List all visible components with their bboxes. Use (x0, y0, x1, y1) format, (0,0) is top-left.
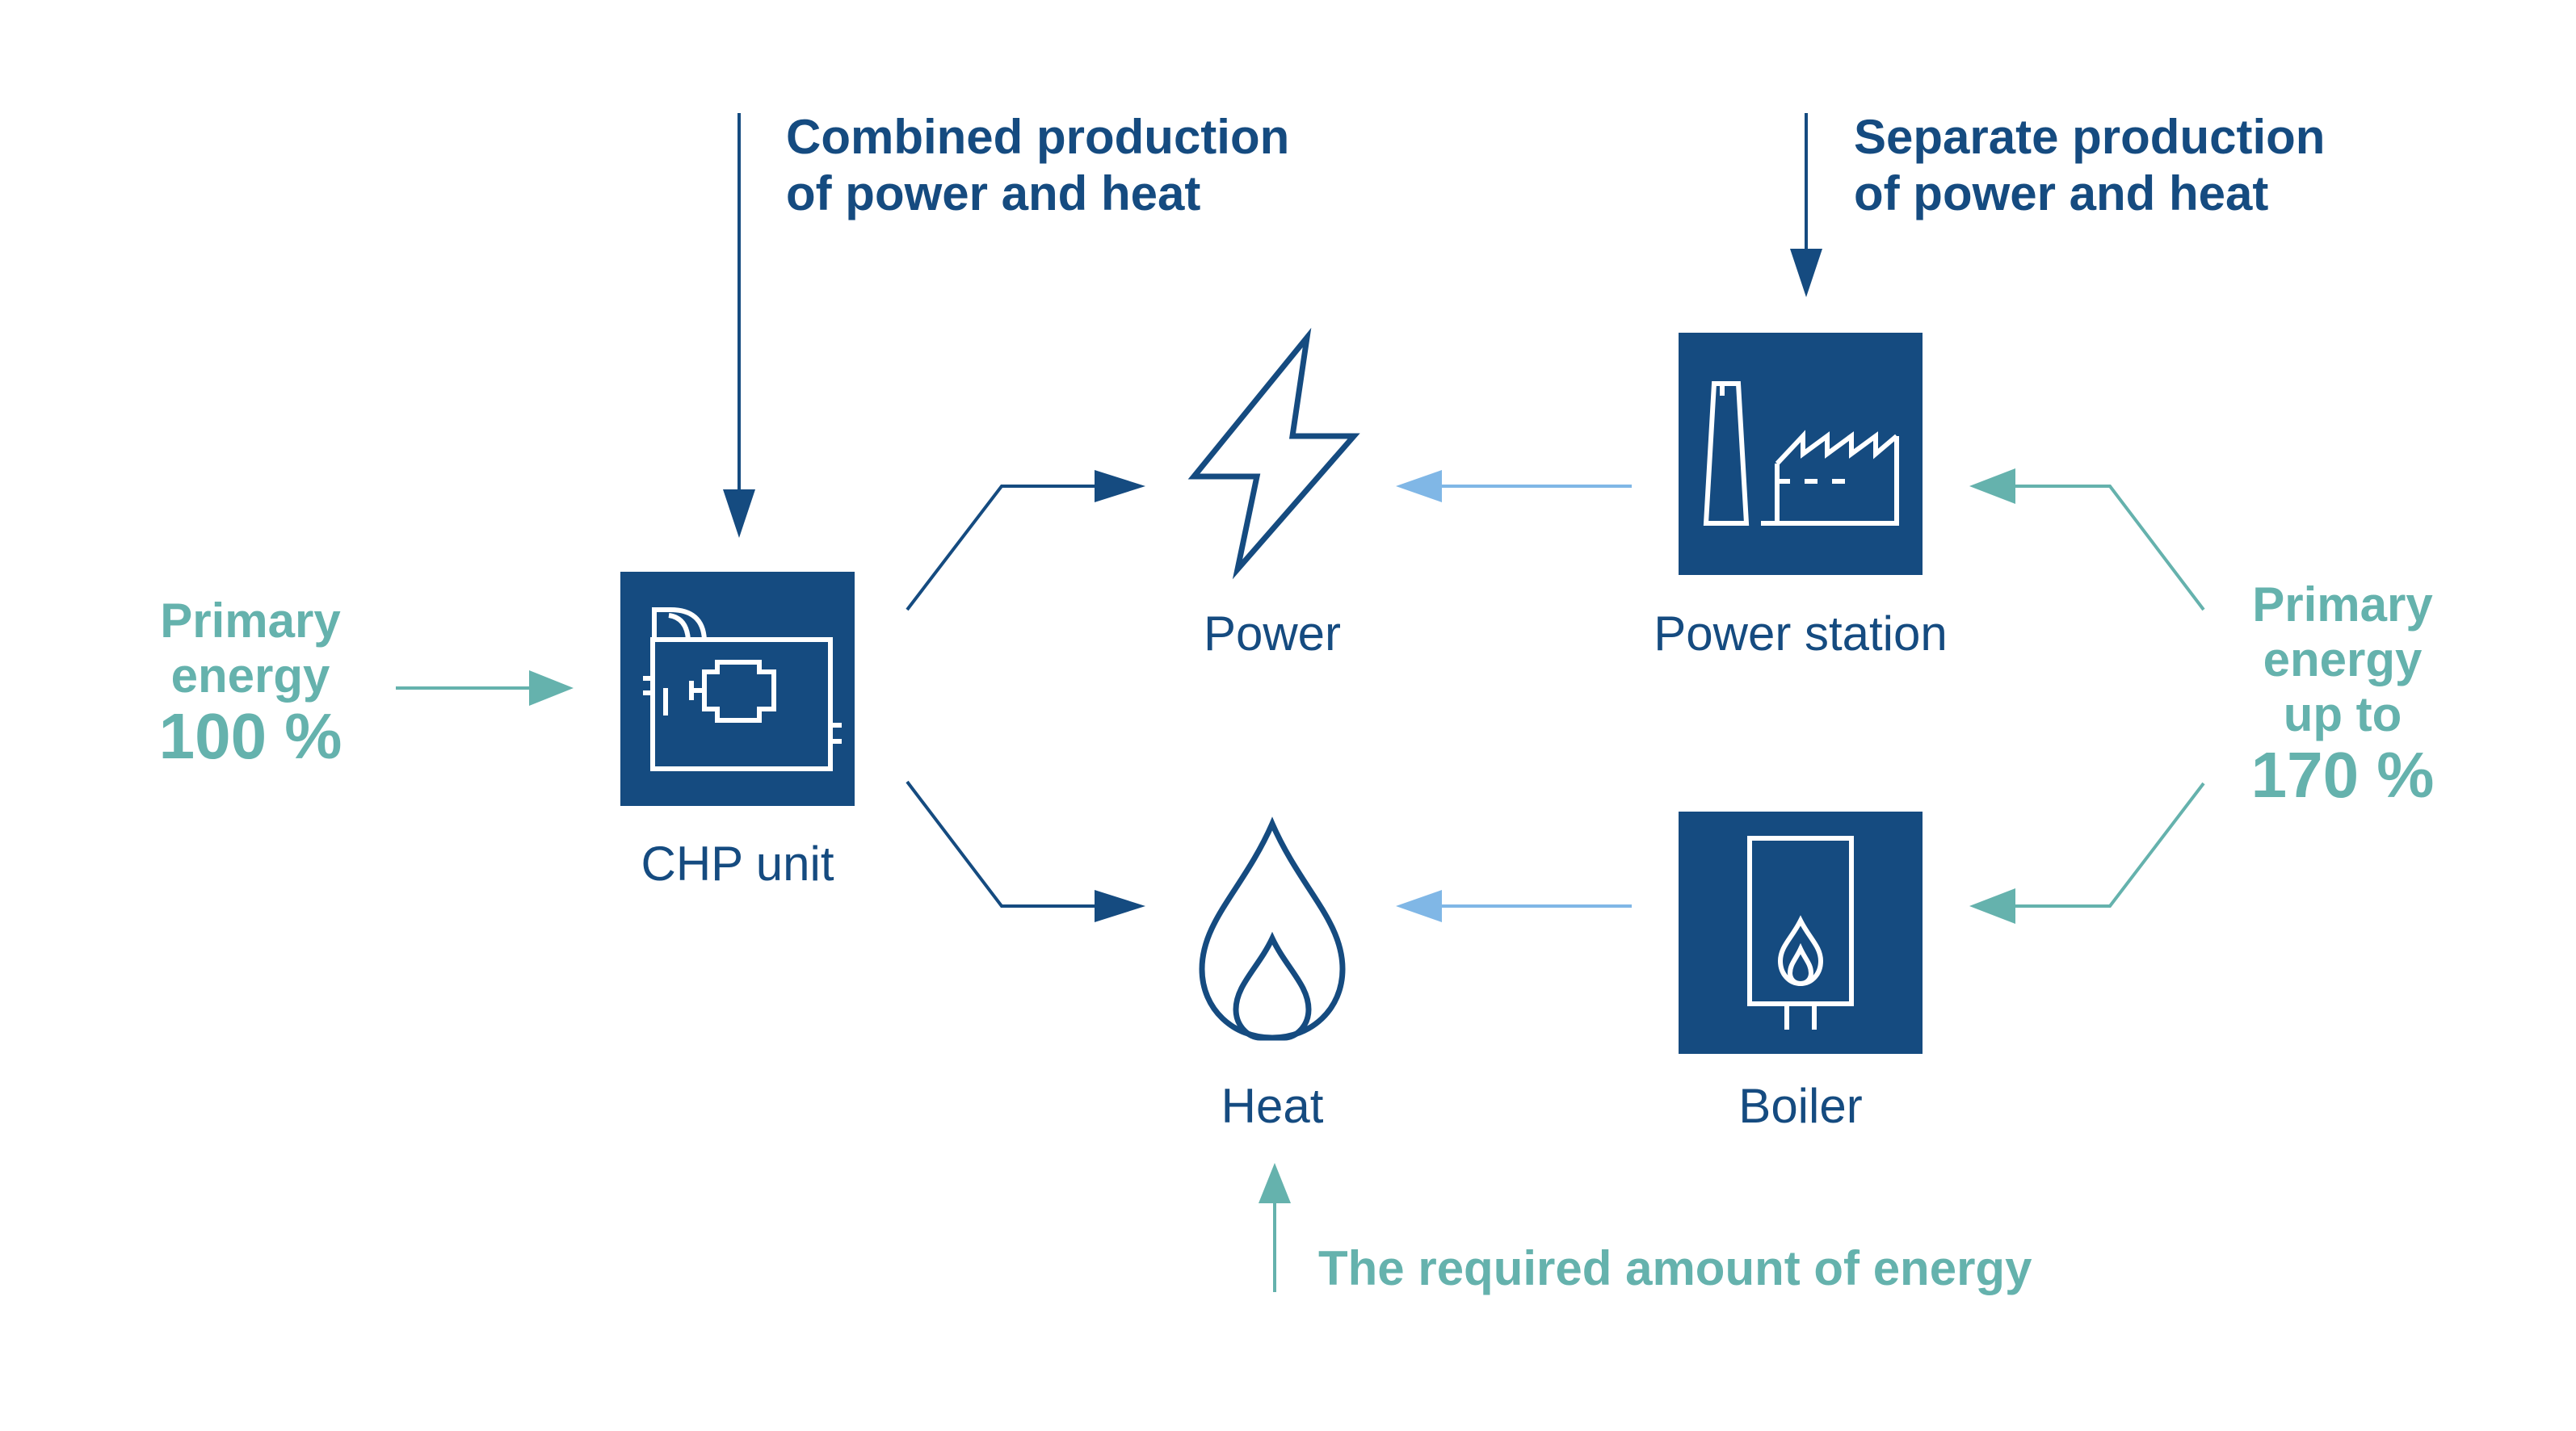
power-label: Power (1203, 606, 1342, 661)
chp-label: CHP unit (641, 837, 834, 891)
arrow-station-to-power (1396, 470, 1632, 502)
factory-icon (1679, 333, 1923, 575)
separate-heading-line2: of power and heat (1854, 166, 2269, 220)
arrow-primary-to-station (1969, 468, 2205, 611)
flame-icon (1199, 816, 1346, 1041)
arrow-primary-to-boiler (1969, 782, 2205, 924)
power-station-label: Power station (1654, 606, 1948, 661)
combined-heading: Combined production of power and heat (786, 109, 1289, 222)
primary-left-value: 100 % (158, 700, 342, 772)
primary-left-line1: Primary (160, 594, 341, 648)
primary-right-value: 170 % (2250, 739, 2435, 811)
separate-heading-line1: Separate production (1854, 110, 2326, 164)
boiler-label: Boiler (1738, 1079, 1863, 1133)
primary-right-line3: up to (2283, 687, 2402, 741)
boiler-icon (1679, 812, 1923, 1054)
primary-right-line2: energy (2263, 632, 2423, 686)
arrow-combined-down (723, 113, 755, 538)
combined-heading-line1: Combined production (786, 110, 1290, 164)
primary-energy-left: Primary energy 100 % (89, 594, 412, 770)
heat-label: Heat (1221, 1079, 1324, 1133)
required-energy-label: The required amount of energy (1318, 1241, 2032, 1295)
primary-energy-right: Primary energy up to 170 % (2173, 577, 2512, 808)
arrow-boiler-to-heat (1396, 890, 1632, 922)
chp-engine-icon (620, 572, 855, 806)
primary-left-line2: energy (170, 648, 330, 703)
arrow-chp-to-heat (906, 780, 1145, 922)
lightning-icon (1187, 327, 1360, 580)
primary-right-line1: Primary (2252, 577, 2433, 632)
arrow-separate-down (1790, 113, 1822, 297)
arrow-chp-to-power (906, 470, 1145, 611)
arrow-required-up (1259, 1163, 1291, 1292)
separate-heading: Separate production of power and heat (1854, 109, 2325, 222)
combined-heading-line2: of power and heat (786, 166, 1201, 220)
arrow-primary-to-chp (396, 670, 574, 706)
